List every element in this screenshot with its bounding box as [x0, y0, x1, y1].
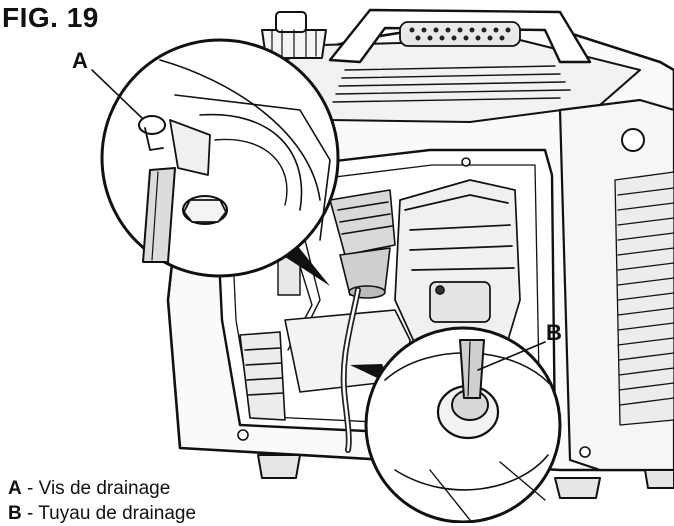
- detail-circle-b: [364, 326, 562, 523]
- figure-title: FIG. 19: [2, 2, 99, 33]
- feet: [257, 454, 674, 499]
- legend-key: A: [8, 478, 22, 499]
- legend-item: A - Vis de drainage: [8, 476, 196, 501]
- pointer-wedge-a: [282, 244, 330, 286]
- legend-separator: -: [21, 503, 39, 524]
- legend-key: B: [8, 503, 22, 524]
- callout-label-a: A: [72, 48, 88, 73]
- fuel-cap: [261, 11, 327, 59]
- callout-label-b: B: [546, 320, 562, 345]
- legend-item: B - Tuyau de drainage: [8, 501, 196, 526]
- carry-handle: [328, 8, 592, 64]
- handle-grip: [399, 21, 521, 47]
- grip-dots: [409, 27, 511, 41]
- engine-block: [394, 179, 521, 356]
- carburetor: [329, 189, 396, 299]
- legend-text: Vis de drainage: [38, 478, 171, 499]
- legend-text: Tuyau de drainage: [38, 503, 197, 524]
- legend: A - Vis de drainage B - Tuyau de drainag…: [8, 476, 196, 526]
- top-vent: [332, 65, 571, 103]
- leader-line-b: [477, 341, 546, 371]
- leader-line-a: [91, 69, 143, 119]
- detail-circle-a: [100, 38, 340, 278]
- legend-separator: -: [21, 478, 39, 499]
- front-grille: [614, 171, 674, 426]
- brand-badge: [621, 128, 645, 152]
